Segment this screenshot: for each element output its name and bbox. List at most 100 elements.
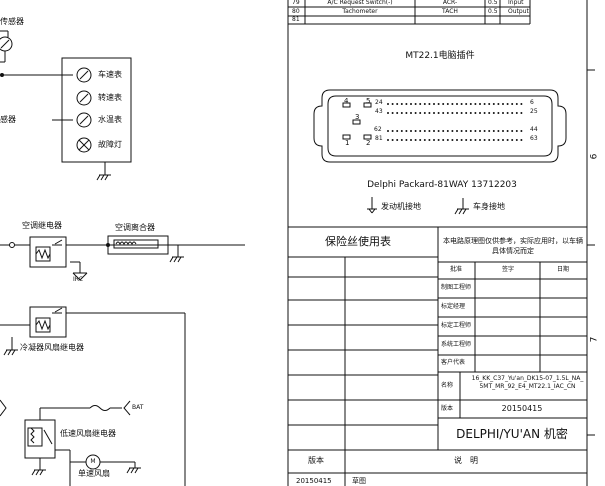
margin-mark-7: 7: [589, 336, 600, 343]
pin-dot: [506, 103, 509, 105]
pin-dot: [483, 103, 486, 105]
pin-dot: [423, 139, 426, 141]
pin-dot: [396, 139, 399, 141]
pin-dot: [391, 112, 394, 114]
pin-dot: [506, 130, 509, 132]
bottom-version-value: 20150415: [296, 477, 332, 485]
low-speed-fan-relay-label: 低速风扇继电器: [60, 429, 116, 438]
pin-dot: [520, 112, 523, 114]
pin-dot: [400, 139, 403, 141]
pin-dot: [428, 139, 431, 141]
pin-dot: [456, 112, 458, 114]
approval-row-sys-engineer: 系统工程师: [441, 341, 472, 348]
pin-dot: [460, 139, 463, 141]
pin-dot: [515, 103, 518, 105]
approval-header-approve: 批准: [449, 266, 463, 273]
pin-dot: [428, 130, 431, 132]
pin-dot: [492, 130, 495, 132]
pin-dot: [414, 130, 417, 132]
pin-dot: [423, 103, 426, 105]
pin-row-num: 81: [292, 16, 300, 23]
pin-dot: [391, 130, 394, 132]
pin-dot: [506, 139, 509, 141]
disclaimer-note: 本电路原理图仅供参考，实际应用时，以车辆具体情况而定: [443, 237, 583, 256]
pin-dot: [433, 112, 435, 114]
pin-dot: [446, 130, 449, 132]
pin-dot: [400, 103, 403, 105]
pin-dot: [446, 112, 449, 114]
pin-dot: [515, 112, 518, 114]
company-confidential: DELPHI/YU'AN 机密: [456, 427, 568, 441]
pin-dot: [465, 103, 468, 105]
pin-dot: [428, 112, 431, 114]
connector-title: MT22.1电脑插件: [405, 51, 475, 61]
pin-dot: [410, 103, 412, 105]
pin-row-val: 0.5: [488, 8, 498, 15]
pin-dot: [465, 130, 468, 132]
pin-dot: [410, 112, 412, 114]
pin-label-24: 24: [375, 99, 383, 106]
pin-dot: [419, 130, 422, 132]
pin-dot: [511, 112, 514, 114]
pin-label-1: 1: [345, 139, 350, 147]
pin-dot: [479, 103, 481, 105]
pin-dot: [451, 112, 454, 114]
pin-dot: [423, 112, 426, 114]
pin-label-43: 43: [375, 108, 383, 115]
bottom-desc-header: 说 明: [454, 456, 478, 465]
pin-dot: [414, 112, 417, 114]
pin-dot: [419, 103, 422, 105]
pin-label-81: 81: [375, 135, 383, 142]
pin-dot: [387, 130, 389, 132]
pin-dot: [474, 103, 477, 105]
approval-row-cal-engineer: 标定工程师: [441, 322, 472, 329]
pin-label-5: 5: [366, 97, 371, 105]
ac-relay-label: 空调继电器: [22, 221, 62, 230]
pin-dot: [488, 112, 491, 114]
pin-dot: [497, 103, 500, 105]
pin-dot: [423, 130, 426, 132]
pin-dot: [451, 130, 454, 132]
pin-dot: [396, 112, 399, 114]
pin-dot: [460, 130, 463, 132]
pin-dot: [460, 103, 463, 105]
pin-dot: [483, 139, 486, 141]
pin-row-io: Input: [508, 0, 524, 6]
fault-lamp-label: 故障灯: [98, 140, 122, 149]
fuse-table-title: 保险丝使用表: [325, 235, 391, 248]
pin-dot: [497, 139, 500, 141]
pin-dot: [474, 139, 477, 141]
pin-dot: [451, 139, 454, 141]
pin-dot: [414, 139, 417, 141]
pin-dot: [488, 139, 491, 141]
pin-dot: [469, 112, 472, 114]
pin-row-val: 0.5: [488, 0, 498, 6]
pin-dot: [460, 112, 463, 114]
pin-row-name: A/C Request Switch(-): [327, 0, 393, 6]
pin-dot: [497, 130, 500, 132]
pin-dot: [479, 112, 481, 114]
ac-clutch-label: 空调离合器: [115, 223, 155, 232]
pin-label-2: 2: [366, 139, 371, 147]
pin-dot: [506, 112, 509, 114]
pin-label-62: 62: [374, 126, 382, 133]
pin-dot: [488, 103, 491, 105]
pin-dot: [465, 112, 468, 114]
pin-dot: [520, 103, 523, 105]
pin-dot: [502, 103, 504, 105]
name-label: 名称: [441, 382, 454, 389]
pin-dot: [451, 103, 454, 105]
pin-dot: [502, 112, 504, 114]
pin-row-code: TACH: [442, 8, 458, 15]
engine-ground-legend: 发动机接地: [381, 202, 421, 211]
body-ground-legend: 车身接地: [473, 202, 505, 211]
pin-dot: [520, 130, 523, 132]
pin-dot: [469, 139, 472, 141]
pin-dot: [511, 139, 514, 141]
pin-dot: [442, 112, 445, 114]
pin-dot: [410, 139, 412, 141]
margin-mark-6: 6: [589, 153, 600, 160]
pin-dot: [387, 103, 389, 105]
pin-dot: [479, 130, 481, 132]
